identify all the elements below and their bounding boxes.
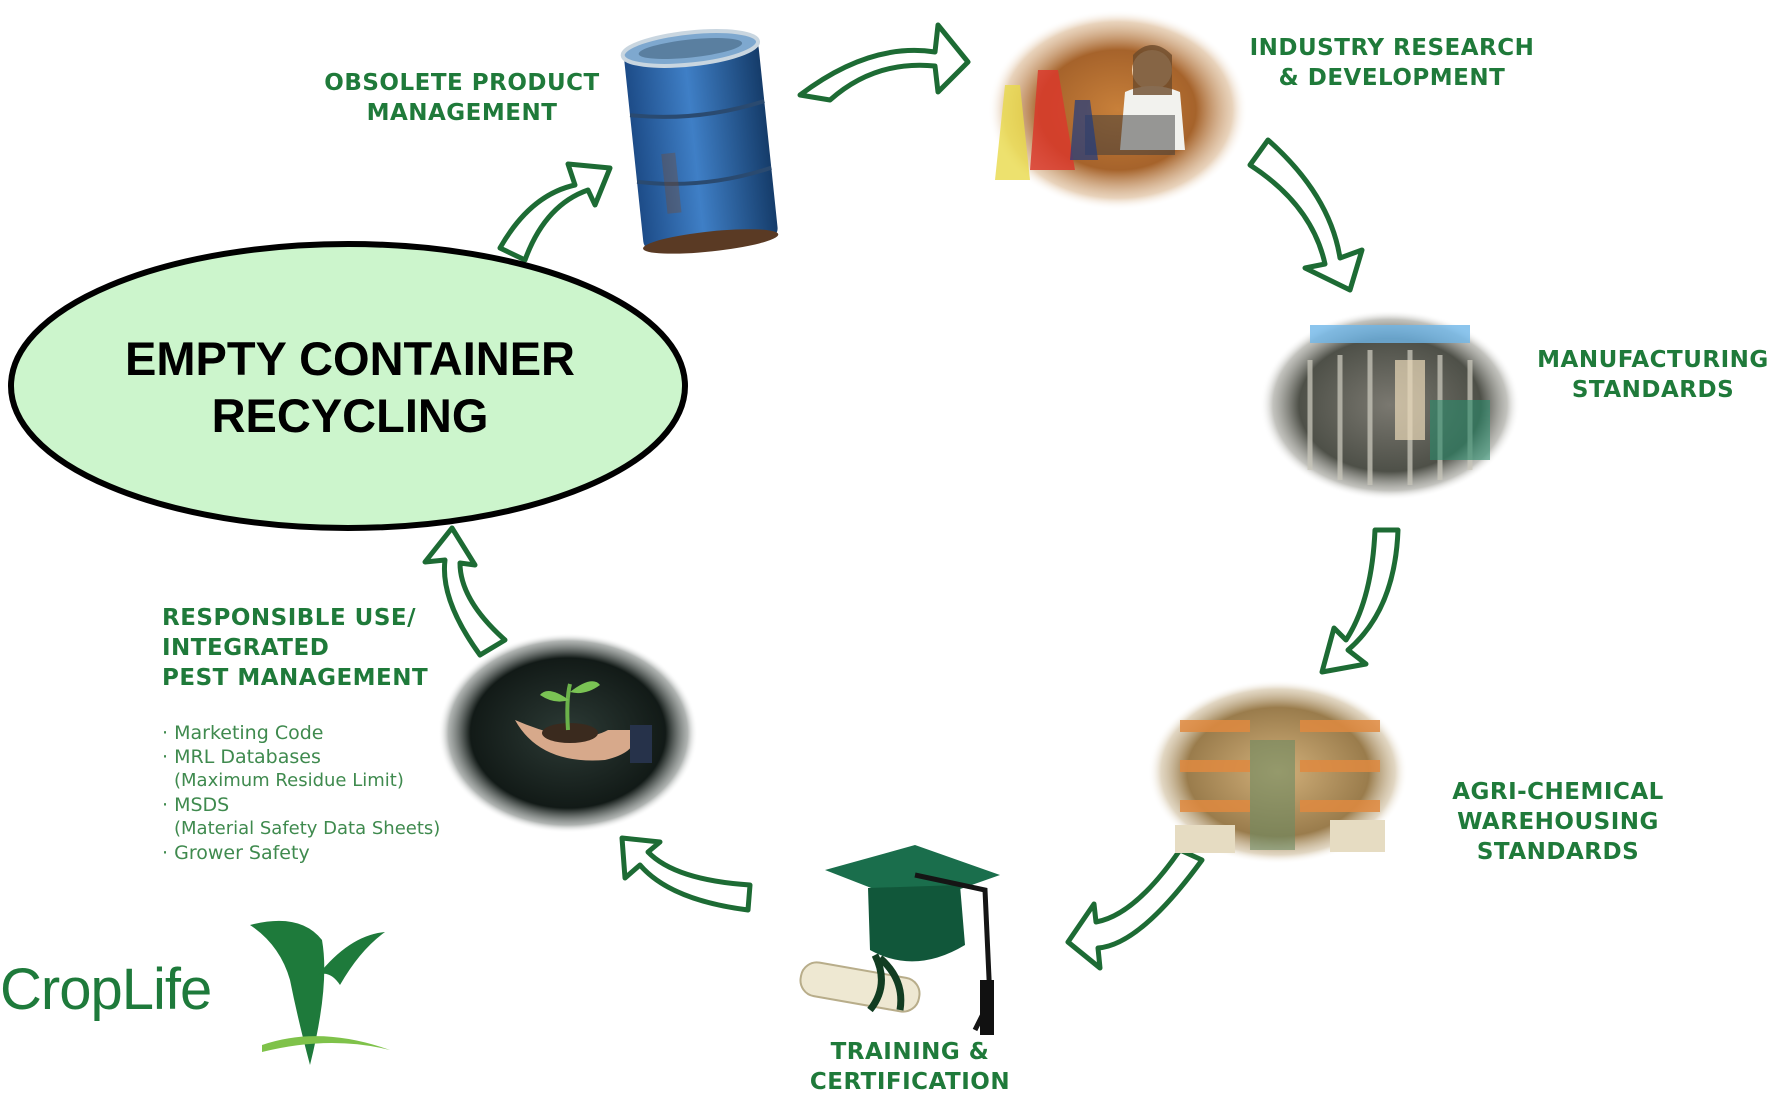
bullet-item: MSDS <box>162 793 440 817</box>
manufacturing-label-line2: STANDARDS <box>1571 377 1735 403</box>
bullet-subitem: (Material Safety Data Sheets) <box>174 818 441 839</box>
arrow-responsible-to-hub <box>422 525 508 658</box>
bullet-item: Marketing Code <box>162 721 440 745</box>
bullet-subitem: (Maximum Residue Limit) <box>174 770 404 791</box>
training-label-line1: TRAINING & <box>830 1039 990 1065</box>
manufacturing-label-line1: MANUFACTURING <box>1537 347 1769 373</box>
arrow-research-to-manufacturing <box>1247 137 1365 293</box>
manufacturing-label: MANUFACTURING STANDARDS <box>1528 345 1778 405</box>
graduation-cap-image <box>799 845 1000 1035</box>
responsible-label-line1: RESPONSIBLE USE/ <box>162 605 417 631</box>
warehousing-label: AGRI-CHEMICAL WAREHOUSING STANDARDS <box>1428 777 1688 867</box>
research-label-line2: & DEVELOPMENT <box>1278 65 1506 91</box>
bullet-item: Grower Safety <box>162 841 440 865</box>
training-label-line2: CERTIFICATION <box>809 1069 1011 1095</box>
responsible-label-line2: INTEGRATED <box>162 635 330 661</box>
arrow-warehouse-to-training <box>1065 847 1205 971</box>
cycle-arrows <box>422 22 1401 971</box>
research-label-line1: INDUSTRY RESEARCH <box>1249 35 1535 61</box>
responsible-label: RESPONSIBLE USE/ INTEGRATED PEST MANAGEM… <box>162 603 428 693</box>
croplife-logo-text: CropLife <box>0 957 212 1022</box>
arrow-barrel-to-research <box>797 22 971 103</box>
warehousing-label-line2: WAREHOUSING <box>1457 809 1659 835</box>
training-label: TRAINING & CERTIFICATION <box>760 1037 1060 1097</box>
obsolete-label-line2: MANAGEMENT <box>366 100 558 126</box>
obsolete-label: OBSOLETE PRODUCT MANAGEMENT <box>312 68 612 128</box>
barrel-image <box>620 29 779 254</box>
warehouse-image <box>1148 680 1408 864</box>
hub-label-line1: EMPTY CONTAINER <box>124 332 575 385</box>
arrow-manufacturing-to-warehouse <box>1319 527 1401 675</box>
arrow-hub-to-barrel <box>497 161 613 263</box>
warehousing-label-line3: STANDARDS <box>1476 839 1640 865</box>
bullet-item: MRL Databases <box>162 745 440 769</box>
obsolete-label-line1: OBSOLETE PRODUCT <box>324 70 600 96</box>
laboratory-image <box>988 10 1248 210</box>
responsible-bullet-list: Marketing Code MRL Databases (Maximum Re… <box>162 721 440 865</box>
croplife-leaf-logo <box>250 920 390 1065</box>
seedling-hand-image <box>438 633 698 833</box>
hub-label-line2: RECYCLING <box>211 389 489 442</box>
factory-image <box>1260 310 1520 500</box>
hub-ellipse <box>8 241 688 531</box>
hub-label: EMPTY CONTAINER RECYCLING <box>30 330 670 444</box>
research-label: INDUSTRY RESEARCH & DEVELOPMENT <box>1232 33 1552 93</box>
responsible-label-line3: PEST MANAGEMENT <box>162 665 429 691</box>
warehousing-label-line1: AGRI-CHEMICAL <box>1452 779 1664 805</box>
arrow-training-to-responsible <box>619 835 753 913</box>
